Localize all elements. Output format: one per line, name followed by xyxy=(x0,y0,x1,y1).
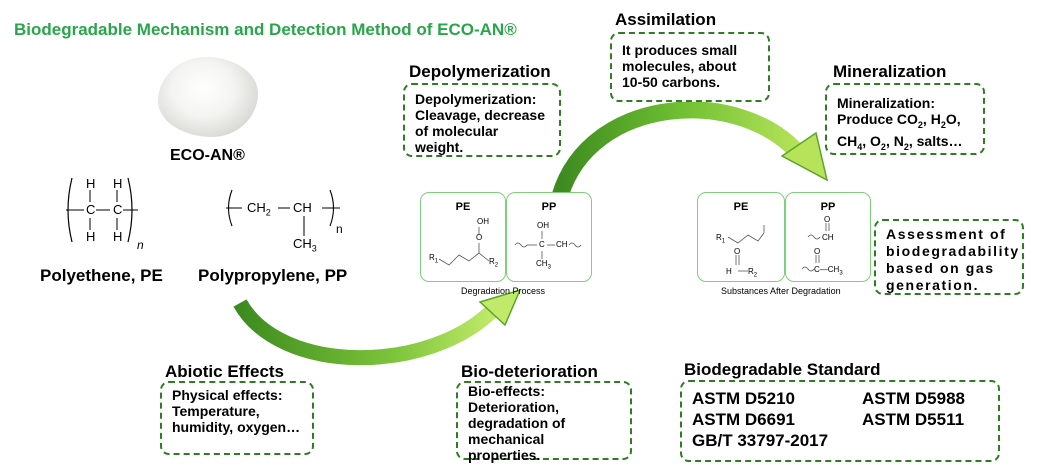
process-pp-structure xyxy=(514,231,582,259)
top-arc-arrow xyxy=(551,101,807,199)
after-pe-o: O xyxy=(734,247,741,256)
after-pp-ch: CH xyxy=(822,233,834,242)
pe-atom-c2: C xyxy=(113,202,123,217)
standard-item: ASTM D5511 xyxy=(862,410,965,429)
after-pp-structure xyxy=(801,223,830,272)
pp-structure xyxy=(226,189,340,236)
abiotic-text: Physical effects: Temperature, humidity,… xyxy=(172,387,301,435)
process-pp-panel: PP OH C CH CH3 xyxy=(506,192,592,282)
standards-box: ASTM D5210 ASTM D5988 ASTM D6691 ASTM D5… xyxy=(680,380,1000,462)
process-pe-r1: R1 xyxy=(429,253,439,265)
mineralization-products-2: CH4, O2, N2, salts… xyxy=(837,132,963,152)
pp-subscript-n: n xyxy=(336,222,343,236)
depolymerization-heading: Depolymerization xyxy=(409,62,551,81)
biodeterioration-text: Bio-effects: Deterioration, degradation … xyxy=(468,383,566,463)
after-pp-o2: O xyxy=(814,247,821,256)
pe-atom-h1: H xyxy=(86,176,96,191)
process-pe-r2: R2 xyxy=(489,257,499,269)
mineralization-line1: Mineralization: xyxy=(837,95,936,111)
process-pe-panel: PE OH O R1 R2 xyxy=(420,192,506,282)
after-pp-cch3: C—CH3 xyxy=(814,265,843,277)
mineralization-products: Produce CO2, H2O, xyxy=(837,111,961,130)
process-pp-title: PP xyxy=(541,201,557,213)
standard-item: ASTM D5988 xyxy=(862,389,965,408)
process-pe-oh: OH xyxy=(477,217,489,226)
page-title: Biodegradable Mechanism and Detection Me… xyxy=(14,20,517,39)
assimilation-box: It produces small molecules, about 10-50… xyxy=(610,32,770,102)
process-pp-c: C xyxy=(539,240,545,249)
depolymerization-text: Depolymerization: Cleavage, decrease of … xyxy=(415,91,545,155)
standard-item: ASTM D6691 xyxy=(692,410,795,429)
pe-atom-c1: C xyxy=(86,202,96,217)
process-pp-ch: CH xyxy=(556,240,568,249)
after-pe-r1: R1 xyxy=(716,233,726,245)
pe-subscript-n: n xyxy=(137,238,144,252)
after-pe-r2: R2 xyxy=(748,267,758,279)
pe-atom-h2: H xyxy=(113,176,123,191)
biodeterioration-box: Bio-effects: Deterioration, degradation … xyxy=(456,381,632,463)
pp-ch: CH xyxy=(293,200,312,215)
assessment-text: Assessment of biodegradability based on … xyxy=(886,226,1020,293)
top-arc-arrowhead xyxy=(780,131,829,182)
assimilation-heading: Assimilation xyxy=(615,10,717,29)
after-pp-title: PP xyxy=(820,201,836,213)
pp-ch3: CH3 xyxy=(293,236,317,254)
abiotic-box: Physical effects: Temperature, humidity,… xyxy=(160,381,314,455)
process-pe-structure xyxy=(438,227,490,266)
pe-structure xyxy=(66,177,138,243)
product-label: ECO-AN® xyxy=(170,147,245,164)
process-pp-oh: OH xyxy=(537,221,549,230)
process-pp-ch3: CH3 xyxy=(536,259,551,271)
standard-item: ASTM D5210 xyxy=(692,389,795,408)
bottom-arc-arrowhead xyxy=(478,288,522,327)
biodeterioration-heading: Bio-deterioration xyxy=(461,362,598,381)
pp-name: Polypropylene, PP xyxy=(198,266,348,285)
assimilation-text: It produces small molecules, about 10-50… xyxy=(622,42,738,90)
process-pe-title: PE xyxy=(455,201,471,213)
after-pp-panel: PP O CH O C—CH3 xyxy=(785,192,871,282)
after-pe-structure xyxy=(727,225,765,272)
after-pe-panel: PE R1 O H R2 xyxy=(697,192,785,282)
assessment-box: Assessment of biodegradability based on … xyxy=(874,219,1024,295)
mineralization-box: Mineralization: Produce CO2, H2O, CH4, O… xyxy=(825,83,985,155)
pp-ch2: CH2 xyxy=(247,200,271,218)
after-degradation-caption: Substances After Degradation xyxy=(721,286,841,296)
standards-heading: Biodegradable Standard xyxy=(684,360,881,379)
depolymerization-box: Depolymerization: Cleavage, decrease of … xyxy=(403,83,561,157)
after-pp-o1: O xyxy=(824,215,831,224)
bottom-arc-arrow xyxy=(233,299,501,366)
after-pe-h: H xyxy=(726,267,732,276)
mineralization-heading: Mineralization xyxy=(833,62,947,81)
pe-name: Polyethene, PE xyxy=(40,266,163,285)
pe-atom-h4: H xyxy=(113,229,123,244)
degradation-process-caption: Degradation Process xyxy=(461,286,546,296)
after-degradation-panel: PE R1 O H R2 PP O CH O C—CH3 xyxy=(697,192,871,282)
eco-an-fiber-image xyxy=(158,57,258,137)
standard-item: GB/T 33797-2017 xyxy=(692,431,829,450)
abiotic-heading: Abiotic Effects xyxy=(165,362,285,381)
pe-atom-h3: H xyxy=(86,229,96,244)
degradation-process-panel: PE OH O R1 R2 PP OH C CH CH3 xyxy=(420,192,592,282)
process-pe-o: O xyxy=(476,233,483,242)
after-pe-title: PE xyxy=(733,201,749,213)
